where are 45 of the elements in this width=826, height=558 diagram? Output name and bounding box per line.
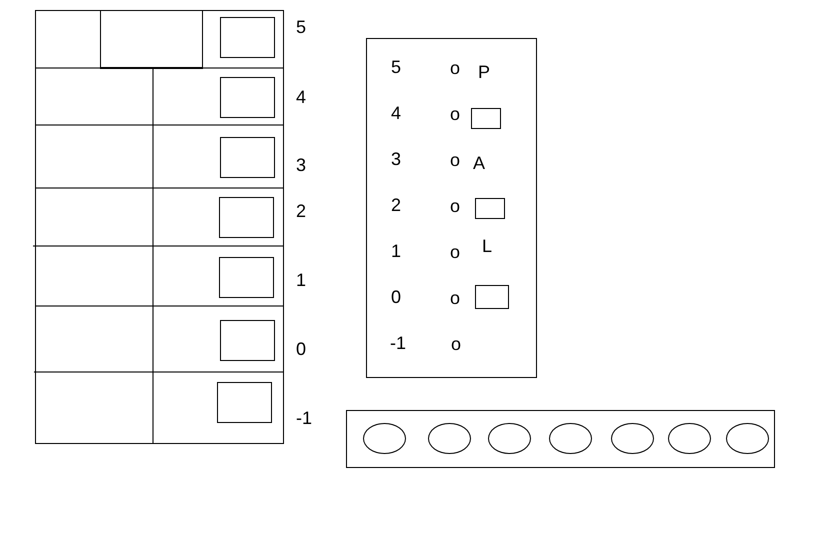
panel-text: L <box>482 237 492 255</box>
oval-panel <box>346 410 775 468</box>
outline-box <box>219 197 274 238</box>
outline-box <box>471 108 501 129</box>
oval <box>611 423 654 454</box>
outline-box <box>220 77 275 118</box>
oval <box>549 423 592 454</box>
building-frame <box>35 10 284 444</box>
panel-text: 4 <box>391 104 401 122</box>
panel-text: P <box>478 63 490 81</box>
outline-box <box>217 382 272 423</box>
oval <box>668 423 711 454</box>
floor-number: 3 <box>296 156 306 174</box>
panel-text: o <box>450 151 460 169</box>
panel-text: 1 <box>391 242 401 260</box>
panel-text: o <box>450 243 460 261</box>
panel-text: o <box>450 59 460 77</box>
floor-number: 2 <box>296 202 306 220</box>
panel-text: 0 <box>391 288 401 306</box>
outline-box <box>475 285 509 309</box>
oval <box>726 423 769 454</box>
outline-box <box>220 320 275 361</box>
floor-number: 1 <box>296 271 306 289</box>
outline-box <box>220 137 275 178</box>
panel-text: o <box>450 105 460 123</box>
outline-box <box>100 10 203 69</box>
floor-number: 0 <box>296 340 306 358</box>
outline-box <box>220 17 275 58</box>
panel-text: o <box>450 197 460 215</box>
panel-text: 5 <box>391 58 401 76</box>
floor-number: 4 <box>296 88 306 106</box>
panel-text: 3 <box>391 150 401 168</box>
outline-box <box>219 257 274 298</box>
panel-text: -1 <box>390 334 406 352</box>
floor-number: 5 <box>296 18 306 36</box>
floor-panel <box>366 38 537 378</box>
oval <box>428 423 471 454</box>
panel-text: 2 <box>391 196 401 214</box>
panel-text: o <box>451 335 461 353</box>
oval <box>488 423 531 454</box>
floor-number: -1 <box>296 409 312 427</box>
oval <box>363 423 406 454</box>
panel-text: o <box>450 289 460 307</box>
panel-text: A <box>473 154 485 172</box>
outline-box <box>475 198 505 219</box>
